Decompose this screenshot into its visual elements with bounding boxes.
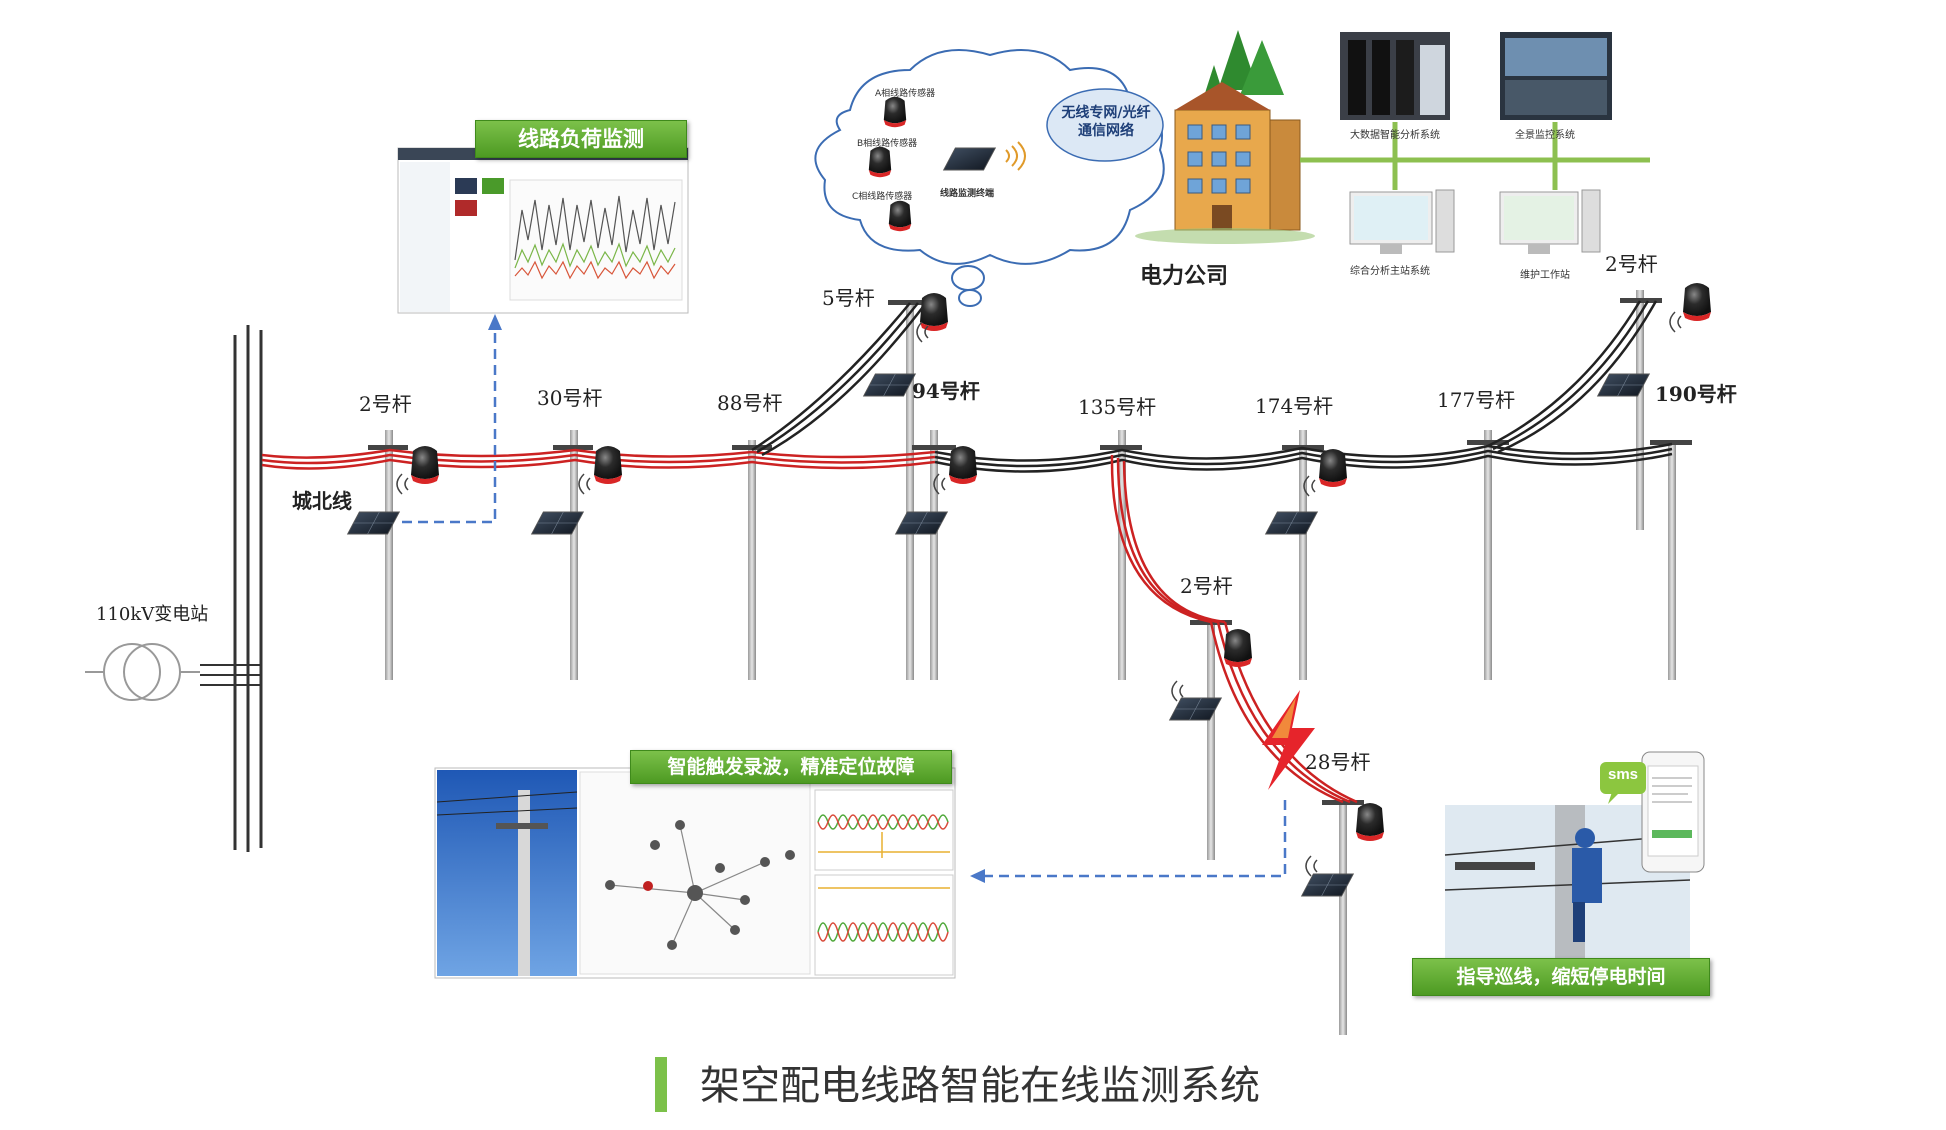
substation-label: 110kV变电站: [96, 604, 209, 625]
workstation-label: 维护工作站: [1520, 270, 1570, 281]
title-accent-bar: [655, 1057, 667, 1112]
main-station-computer-icon: [1349, 189, 1455, 254]
company-network-bus: [1300, 122, 1650, 190]
pole-label-2-top: 2号杆: [1605, 252, 1658, 276]
solar-panels: [346, 373, 1651, 897]
pole-label-190: 190号杆: [1655, 382, 1737, 406]
network-bubble: [1046, 88, 1164, 162]
substation-bus: [200, 325, 263, 852]
line-sensors: [411, 283, 1711, 841]
power-company-building-icon: [1135, 30, 1315, 244]
branch-to-pole5: [751, 302, 927, 457]
data-flow-arrows: [402, 325, 1287, 878]
main-line-black: [934, 442, 1673, 473]
panorama-monitor-photo: [1500, 32, 1612, 120]
network-label: 无线专网/光纤 通信网络: [1061, 105, 1151, 139]
panorama-label: 全景监控系统: [1515, 130, 1575, 141]
workstation-computer-icon: [1499, 189, 1601, 254]
power-company-label: 电力公司: [1140, 263, 1229, 289]
page-title: 架空配电线路智能在线监测系统: [700, 1063, 1260, 1109]
communication-cloud: [814, 49, 1165, 307]
load-monitoring-banner: 线路负荷监测: [475, 120, 687, 158]
sms-label: sms: [1607, 766, 1639, 783]
fault-lightning-icon: [1262, 690, 1315, 790]
branch-red-down: [1110, 454, 1358, 804]
wireless-signal-icons: [396, 311, 1682, 877]
cloud-sensor-b-label: B相线路传感器: [857, 139, 918, 149]
fault-recording-banner: 智能触发录波，精准定位故障: [630, 750, 952, 784]
cloud-terminal-label: 线路监测终端: [940, 189, 995, 199]
sms-bubble-icon: [1600, 762, 1646, 804]
pole-label-5: 5号杆: [822, 286, 875, 310]
pole-label-177: 177号杆: [1437, 388, 1516, 412]
cloud-sensor-a-label: A相线路传感器: [875, 89, 936, 99]
load-monitoring-panel: [397, 147, 689, 314]
arrow-heads: [488, 314, 985, 883]
branch-to-pole2-top: [1487, 300, 1658, 454]
pole-label-2-branch: 2号杆: [1180, 574, 1233, 598]
phone-icon: [1641, 751, 1705, 873]
poles: [385, 290, 1676, 1035]
line-name-label: 城北线: [292, 489, 352, 513]
patrol-banner: 指导巡线，缩短停电时间: [1412, 958, 1710, 996]
pole-label-2: 2号杆: [359, 392, 412, 416]
transformer-icon: [85, 643, 200, 701]
cloud-sensors: [868, 96, 997, 232]
pole-label-94: 94号杆: [912, 379, 980, 403]
pole-label-30: 30号杆: [537, 386, 603, 410]
bigdata-server-photo: [1340, 32, 1450, 120]
pole-label-135: 135号杆: [1078, 395, 1157, 419]
pole-label-88: 88号杆: [717, 391, 783, 415]
fault-recording-panel: [434, 767, 956, 979]
bigdata-label: 大数据智能分析系统: [1350, 130, 1440, 141]
main-line-red: [261, 448, 936, 470]
cloud-signal-icon: [1005, 141, 1026, 171]
main-station-label: 综合分析主站系统: [1350, 266, 1430, 277]
pole-label-28: 28号杆: [1305, 750, 1371, 774]
cross-arms: [368, 298, 1692, 805]
pole-label-174: 174号杆: [1255, 394, 1334, 418]
cloud-sensor-c-label: C相线路传感器: [852, 192, 913, 202]
